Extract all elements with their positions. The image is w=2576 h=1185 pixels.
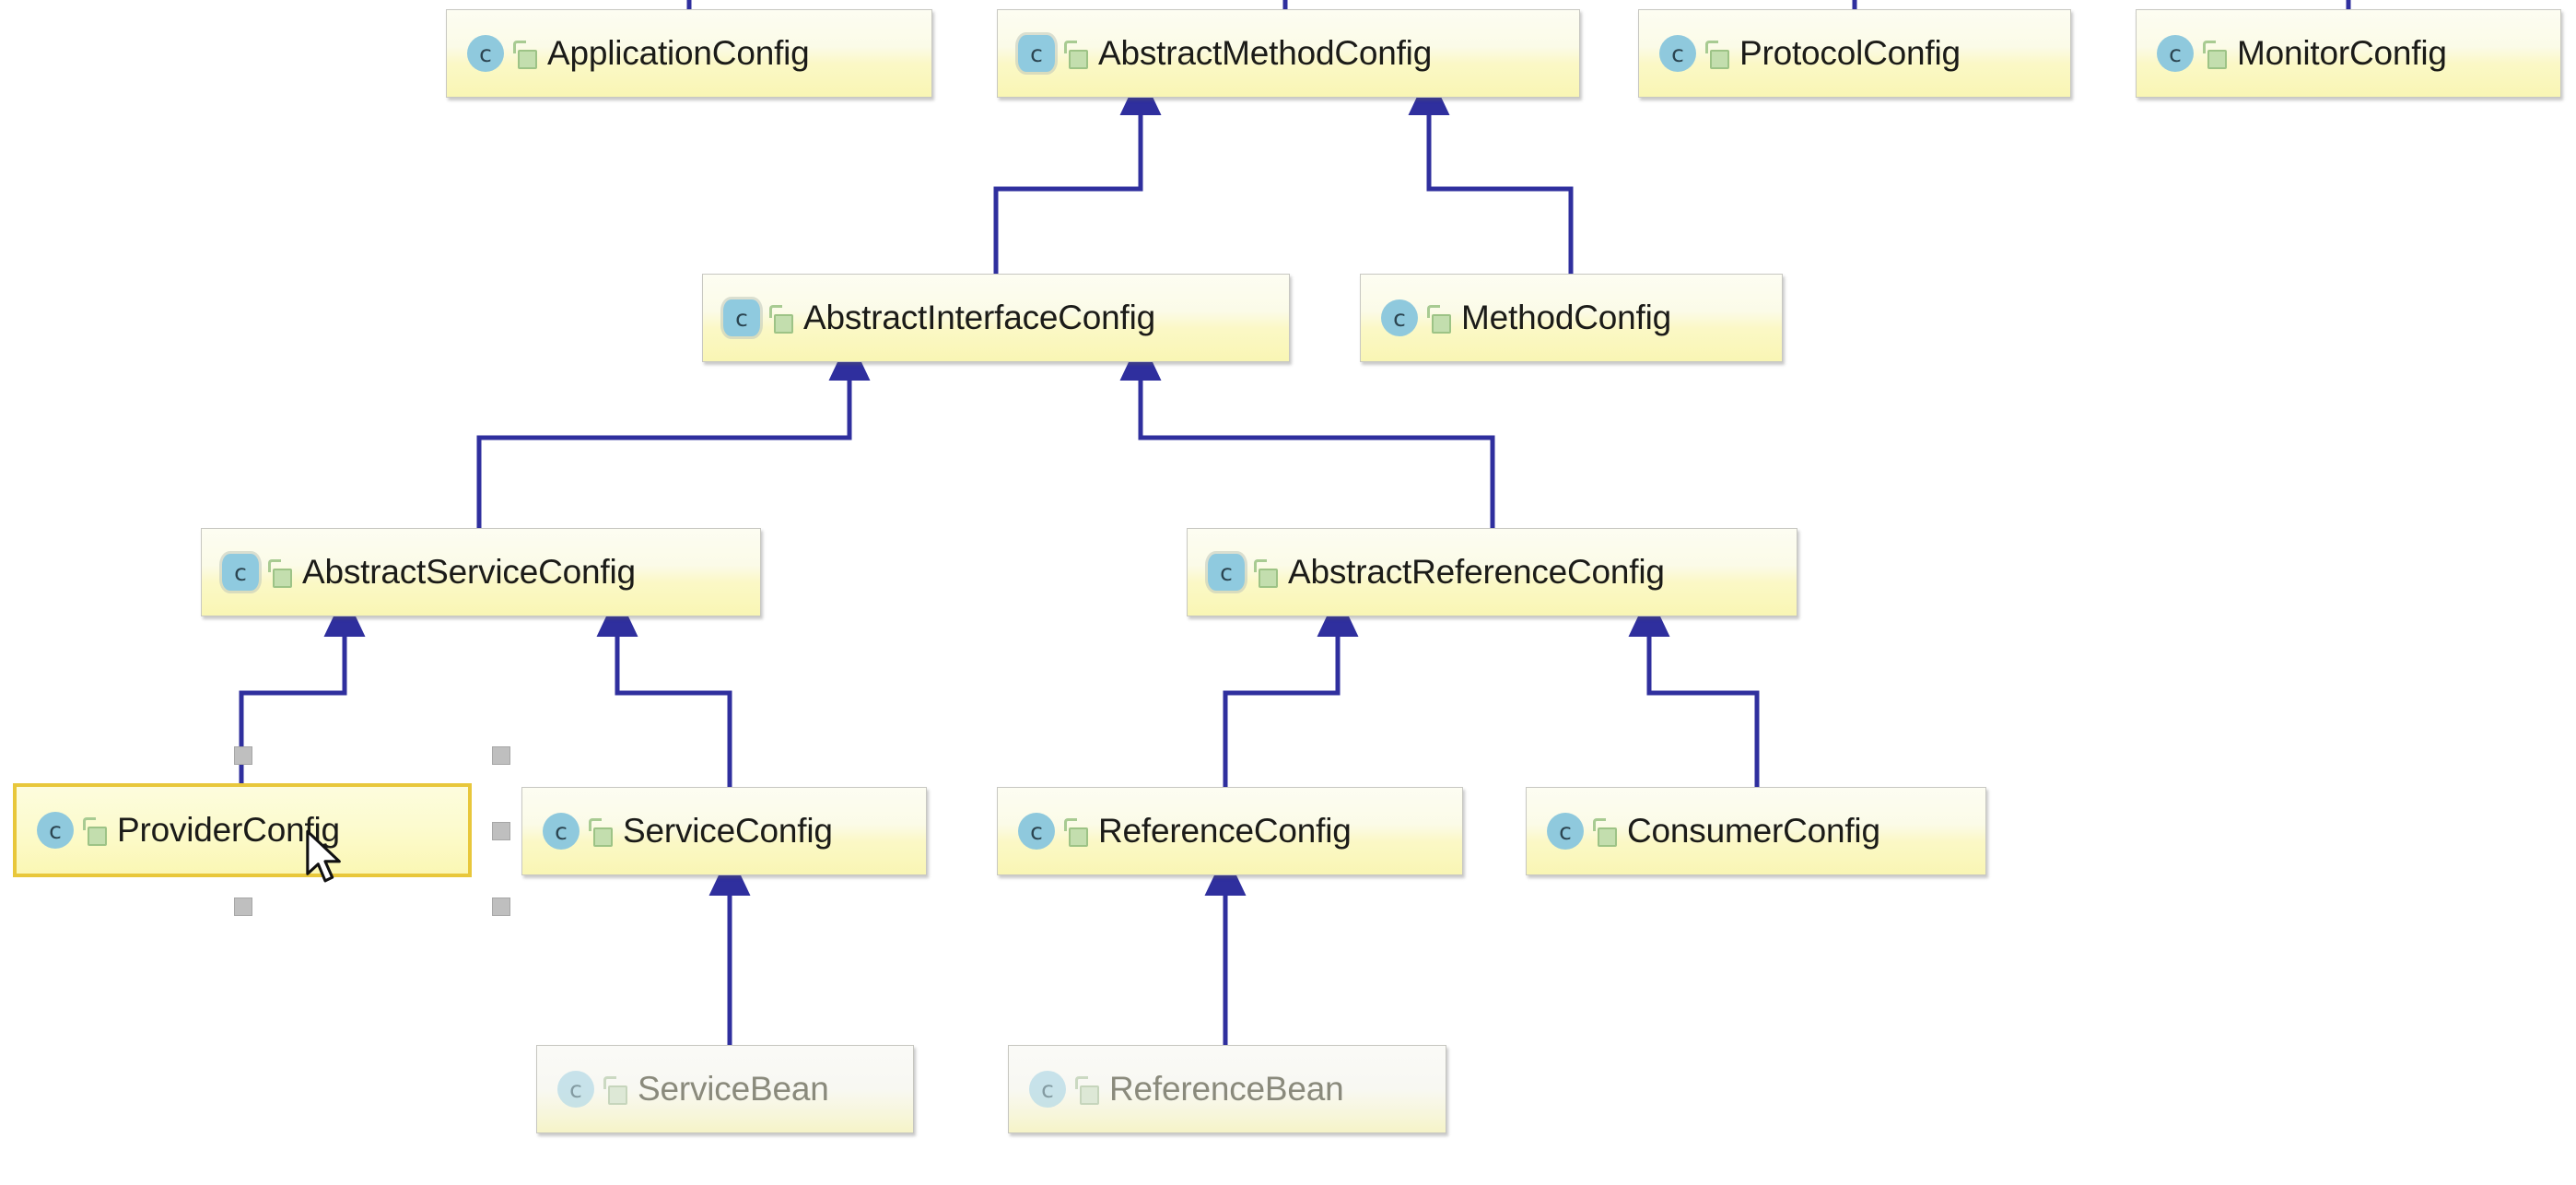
- open-padlock-icon: [1426, 305, 1451, 334]
- edge-abstractinterfaceconfig-to-abstractmethodconfig: [993, 71, 1162, 274]
- class-node-applicationconfig[interactable]: c ApplicationConfig: [446, 9, 932, 98]
- class-node-referencebean[interactable]: c ReferenceBean: [1008, 1045, 1446, 1133]
- open-padlock-icon: [588, 818, 613, 847]
- selection-handle-2[interactable]: [234, 746, 252, 765]
- selection-handle-3[interactable]: [492, 746, 510, 765]
- edge-abstractreferenceconfig-to-abstractinterfaceconfig: [1119, 336, 1495, 528]
- class-c-icon: c: [222, 554, 259, 591]
- class-node-label: MonitorConfig: [2237, 34, 2447, 72]
- open-padlock-icon: [267, 559, 292, 588]
- selection-handle-7[interactable]: [234, 898, 252, 916]
- class-node-providerconfig[interactable]: c ProviderConfig: [13, 783, 472, 877]
- class-node-abstractreferenceconfig[interactable]: c AbstractReferenceConfig: [1187, 528, 1797, 616]
- class-c-icon: c: [467, 35, 504, 72]
- class-node-abstractinterfaceconfig[interactable]: c AbstractInterfaceConfig: [702, 274, 1290, 362]
- open-padlock-icon: [512, 41, 537, 69]
- class-c-icon: c: [1208, 554, 1245, 591]
- class-node-consumerconfig[interactable]: c ConsumerConfig: [1526, 787, 1986, 875]
- class-node-protocolconfig[interactable]: c ProtocolConfig: [1638, 9, 2071, 98]
- class-c-icon: c: [1029, 1071, 1066, 1108]
- class-node-serviceconfig[interactable]: c ServiceConfig: [521, 787, 927, 875]
- open-padlock-icon: [1253, 559, 1278, 588]
- class-c-icon: c: [1381, 299, 1418, 336]
- open-padlock-icon: [82, 817, 107, 846]
- class-node-methodconfig[interactable]: c MethodConfig: [1360, 274, 1783, 362]
- edge-providerconfig-to-abstractserviceconfig: [239, 592, 366, 783]
- class-node-label: ConsumerConfig: [1627, 812, 1880, 850]
- open-padlock-icon: [1063, 41, 1088, 69]
- open-padlock-icon: [1704, 41, 1729, 69]
- edge-referenceconfig-to-abstractreferenceconfig: [1223, 592, 1359, 787]
- class-node-label: AbstractMethodConfig: [1098, 34, 1433, 72]
- selection-handle-5[interactable]: [492, 822, 510, 840]
- edge-serviceconfig-to-abstractserviceconfig: [596, 592, 732, 787]
- class-node-label: ProviderConfig: [117, 811, 340, 849]
- class-node-label: ApplicationConfig: [547, 34, 810, 72]
- class-node-label: ServiceBean: [638, 1070, 829, 1108]
- class-node-label: ServiceConfig: [623, 812, 833, 850]
- class-node-label: ReferenceConfig: [1098, 812, 1352, 850]
- open-padlock-icon: [2202, 41, 2227, 69]
- class-node-label: AbstractInterfaceConfig: [803, 299, 1156, 336]
- edge-consumerconfig-to-abstractreferenceconfig: [1628, 592, 1760, 787]
- class-node-label: ProtocolConfig: [1739, 34, 1961, 72]
- class-c-icon: c: [1547, 813, 1584, 850]
- class-c-icon: c: [1018, 813, 1055, 850]
- class-node-label: AbstractServiceConfig: [302, 553, 636, 591]
- edge-abstractserviceconfig-to-abstractinterfaceconfig: [476, 336, 871, 528]
- class-c-icon: c: [1659, 35, 1696, 72]
- class-c-icon: c: [723, 299, 760, 336]
- class-c-icon: c: [557, 1071, 594, 1108]
- class-c-icon: c: [2157, 35, 2194, 72]
- class-node-servicebean[interactable]: c ServiceBean: [536, 1045, 914, 1133]
- selection-handle-8[interactable]: [492, 898, 510, 916]
- class-c-icon: c: [543, 813, 580, 850]
- class-node-abstractserviceconfig[interactable]: c AbstractServiceConfig: [201, 528, 761, 616]
- class-c-icon: c: [37, 812, 74, 849]
- edge-methodconfig-to-abstractmethodconfig: [1408, 71, 1574, 274]
- class-node-label: MethodConfig: [1461, 299, 1671, 336]
- class-node-referenceconfig[interactable]: c ReferenceConfig: [997, 787, 1463, 875]
- class-node-abstractmethodconfig[interactable]: c AbstractMethodConfig: [997, 9, 1580, 98]
- class-node-label: AbstractReferenceConfig: [1288, 553, 1665, 591]
- open-padlock-icon: [603, 1076, 627, 1105]
- open-padlock-icon: [1592, 818, 1617, 847]
- open-padlock-icon: [1063, 818, 1088, 847]
- open-padlock-icon: [1074, 1076, 1099, 1105]
- class-node-label: ReferenceBean: [1109, 1070, 1344, 1108]
- open-padlock-icon: [768, 305, 793, 334]
- class-c-icon: c: [1018, 35, 1055, 72]
- class-node-monitorconfig[interactable]: c MonitorConfig: [2136, 9, 2561, 98]
